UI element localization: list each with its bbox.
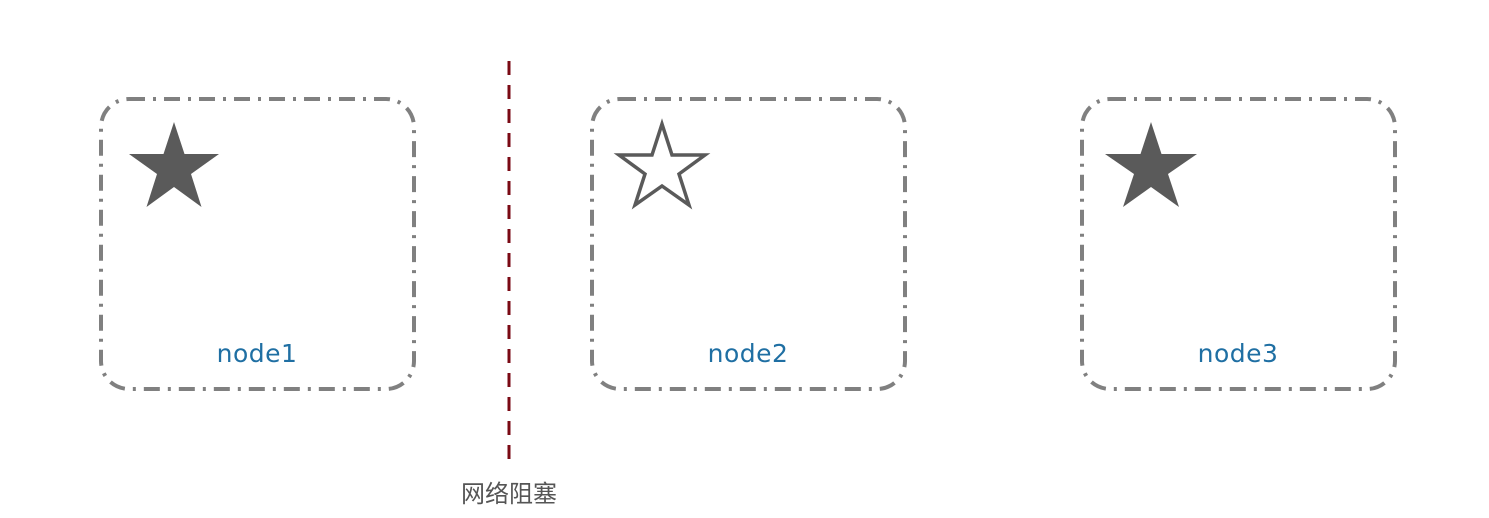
node-border	[1080, 97, 1397, 391]
node-label: node3	[1198, 339, 1279, 368]
star-outline-icon	[613, 118, 711, 210]
node-label: node1	[217, 339, 298, 368]
star-filled-icon	[129, 122, 219, 207]
node-box-1[interactable]: node1	[99, 97, 416, 391]
node-label: node2	[708, 339, 789, 368]
network-partition: 网络阻塞	[461, 61, 557, 508]
partition-caption: 网络阻塞	[461, 480, 557, 508]
node-box-2[interactable]: node2	[590, 97, 907, 391]
node-border	[590, 97, 907, 391]
star-filled-icon	[1105, 122, 1197, 207]
node-box-3[interactable]: node3	[1080, 97, 1397, 391]
node-border	[99, 97, 416, 391]
